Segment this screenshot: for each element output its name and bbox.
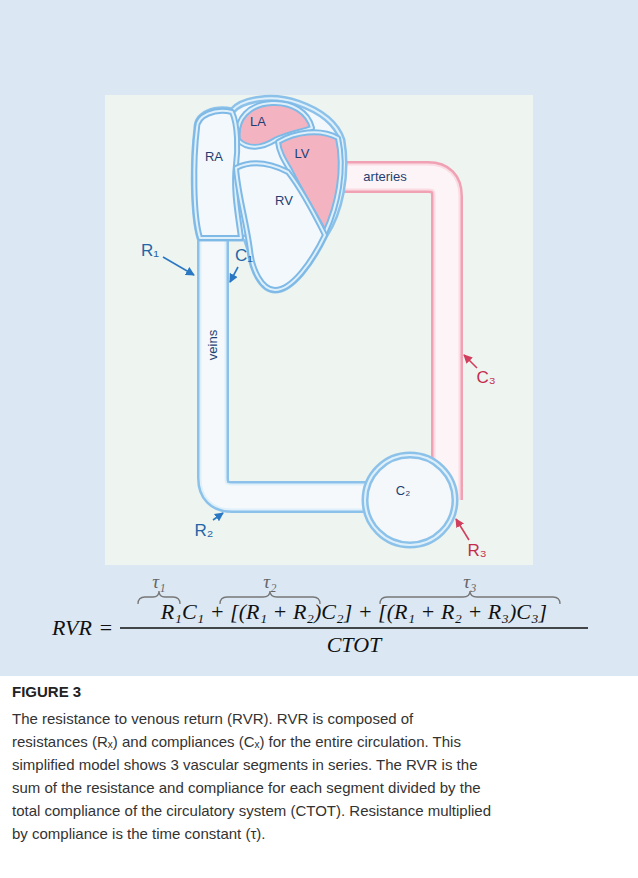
heart-chamber: RV (230, 155, 330, 295)
figure-caption: The resistance to venous return (RVR). R… (12, 707, 492, 845)
capillary-bed: C₂ (361, 451, 459, 549)
heart-outline (194, 98, 344, 290)
formula-term: = (100, 615, 112, 641)
leader-arrow (230, 267, 238, 282)
chamber-label: LV (295, 146, 310, 161)
leader-arrow (456, 519, 469, 540)
time-constant: τ₃ (463, 571, 476, 594)
vessel-label: arteries (363, 169, 406, 185)
time-constant: τ₁ (152, 571, 165, 594)
segment-label: C₃ (476, 368, 495, 388)
formula-term: RVR (52, 615, 92, 641)
segment-label: C₁ (235, 246, 253, 266)
formula-denominator: CTOT (327, 632, 382, 658)
node-outline (361, 451, 459, 549)
chamber-label: RV (275, 193, 293, 208)
leader-arrow (464, 355, 477, 368)
time-constant: τ₂ (263, 571, 276, 594)
leader-arrow (163, 257, 194, 275)
node-outline (230, 155, 330, 295)
figure-title: FIGURE 3 (12, 683, 81, 700)
chamber-label: LA (250, 114, 266, 129)
segment-label: R₂ (195, 521, 214, 541)
fraction-bar (120, 627, 588, 628)
vessel-label: veins (205, 330, 221, 360)
artery-tube (328, 177, 447, 500)
leader-arrow (213, 513, 223, 520)
segment-label: R₁ (141, 241, 159, 261)
illustration-panel (105, 95, 533, 565)
formula-numerator: R₁C₁ + [(R₁ + R₂)C₂] + [(R₁ + R₂ + R₃)C₃… (161, 599, 547, 625)
figure-background (0, 0, 638, 676)
chamber-label: RA (205, 149, 223, 164)
chamber-label: C₂ (396, 483, 410, 498)
segment-label: R₃ (467, 541, 486, 561)
